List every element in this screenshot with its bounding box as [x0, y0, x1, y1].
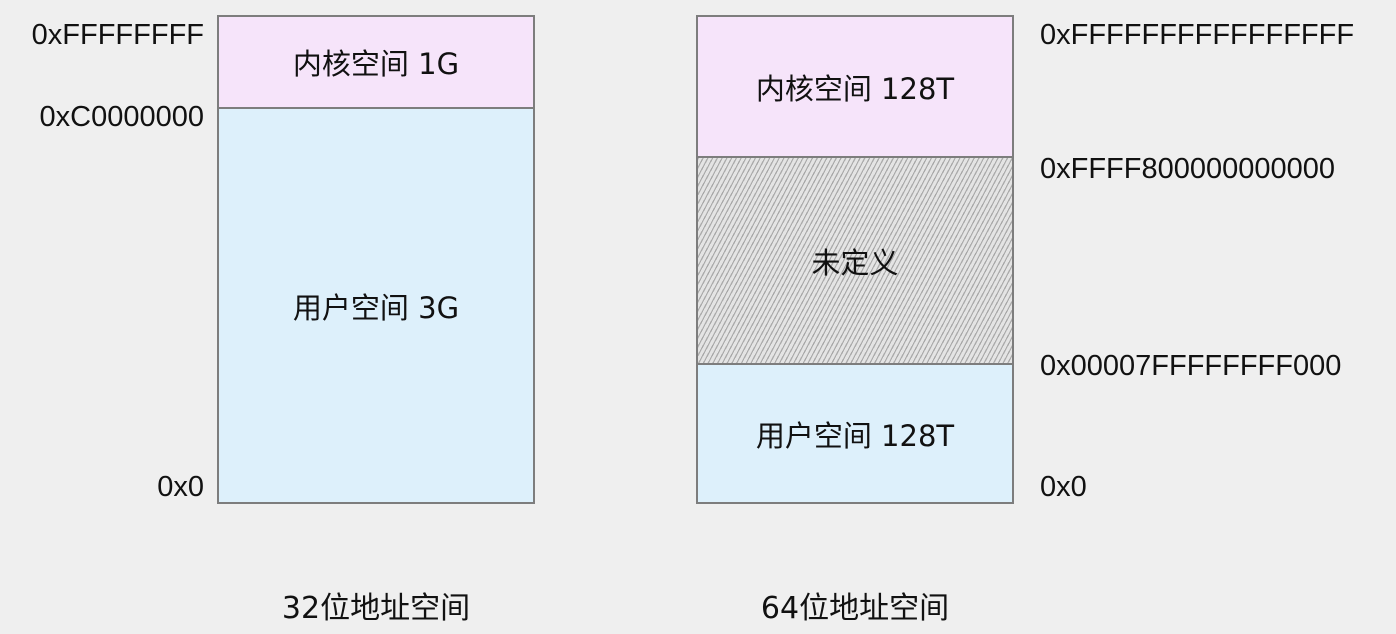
addr-32-top: 0xFFFFFFFF — [31, 19, 204, 51]
caption-64: 64位地址空间 — [760, 591, 950, 626]
user-space-64-label: 用户空间 128T — [755, 418, 955, 453]
addr-64-user-end: 0x00007FFFFFFFF000 — [1040, 350, 1342, 382]
kernel-space-64-label: 内核空间 128T — [755, 71, 955, 106]
undefined-region-label: 未定义 — [811, 245, 899, 280]
user-space-32-block: 用户空间 3G — [217, 107, 535, 504]
addr-32-kernel-start: 0xC0000000 — [39, 101, 204, 133]
user-space-32-label: 用户空间 3G — [292, 290, 460, 325]
addr-64-kernel-start: 0xFFFF800000000000 — [1040, 153, 1336, 185]
addr-64-bottom: 0x0 — [1040, 471, 1087, 503]
kernel-space-32-label: 内核空间 1G — [292, 47, 460, 81]
addr-64-top: 0xFFFFFFFFFFFFFFFF — [1040, 19, 1355, 51]
kernel-space-64-block: 内核空间 128T — [696, 15, 1014, 158]
kernel-space-32-block: 内核空间 1G — [217, 15, 535, 109]
addr-32-bottom: 0x0 — [157, 471, 204, 503]
user-space-64-block: 用户空间 128T — [696, 363, 1014, 504]
undefined-region-block: 未定义 — [696, 156, 1014, 365]
caption-32: 32位地址空间 — [281, 591, 471, 626]
